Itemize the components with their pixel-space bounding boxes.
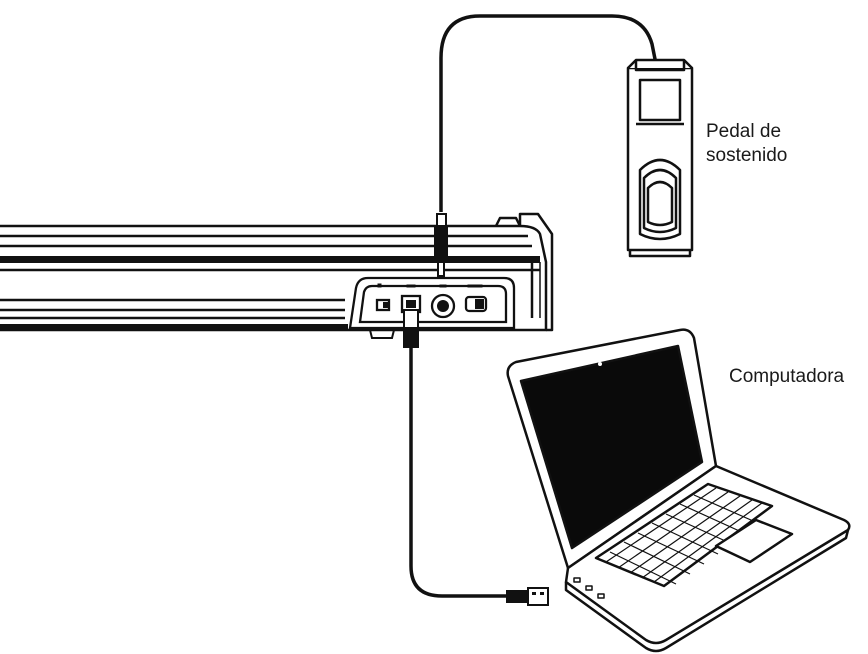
computer-label: Computadora: [729, 366, 845, 387]
laptop-trackpad: [714, 518, 794, 564]
rear-connector-panel: [348, 276, 516, 339]
pedal-label: Pedal de sostenido: [706, 120, 787, 168]
usb-cable: [403, 309, 549, 606]
laptop-keys: [605, 487, 763, 585]
pedal-label-line2: sostenido: [706, 145, 788, 166]
laptop-computer: [506, 328, 851, 653]
pedal-cable: [434, 14, 658, 277]
laptop-screen: [519, 344, 704, 550]
power-switch-icon: [375, 298, 391, 312]
toggle-switch-icon: [464, 295, 488, 313]
pedal-label-line1: Pedal de: [706, 121, 782, 142]
sustain-pedal: [626, 58, 694, 258]
sustain-jack-icon: [430, 293, 456, 319]
